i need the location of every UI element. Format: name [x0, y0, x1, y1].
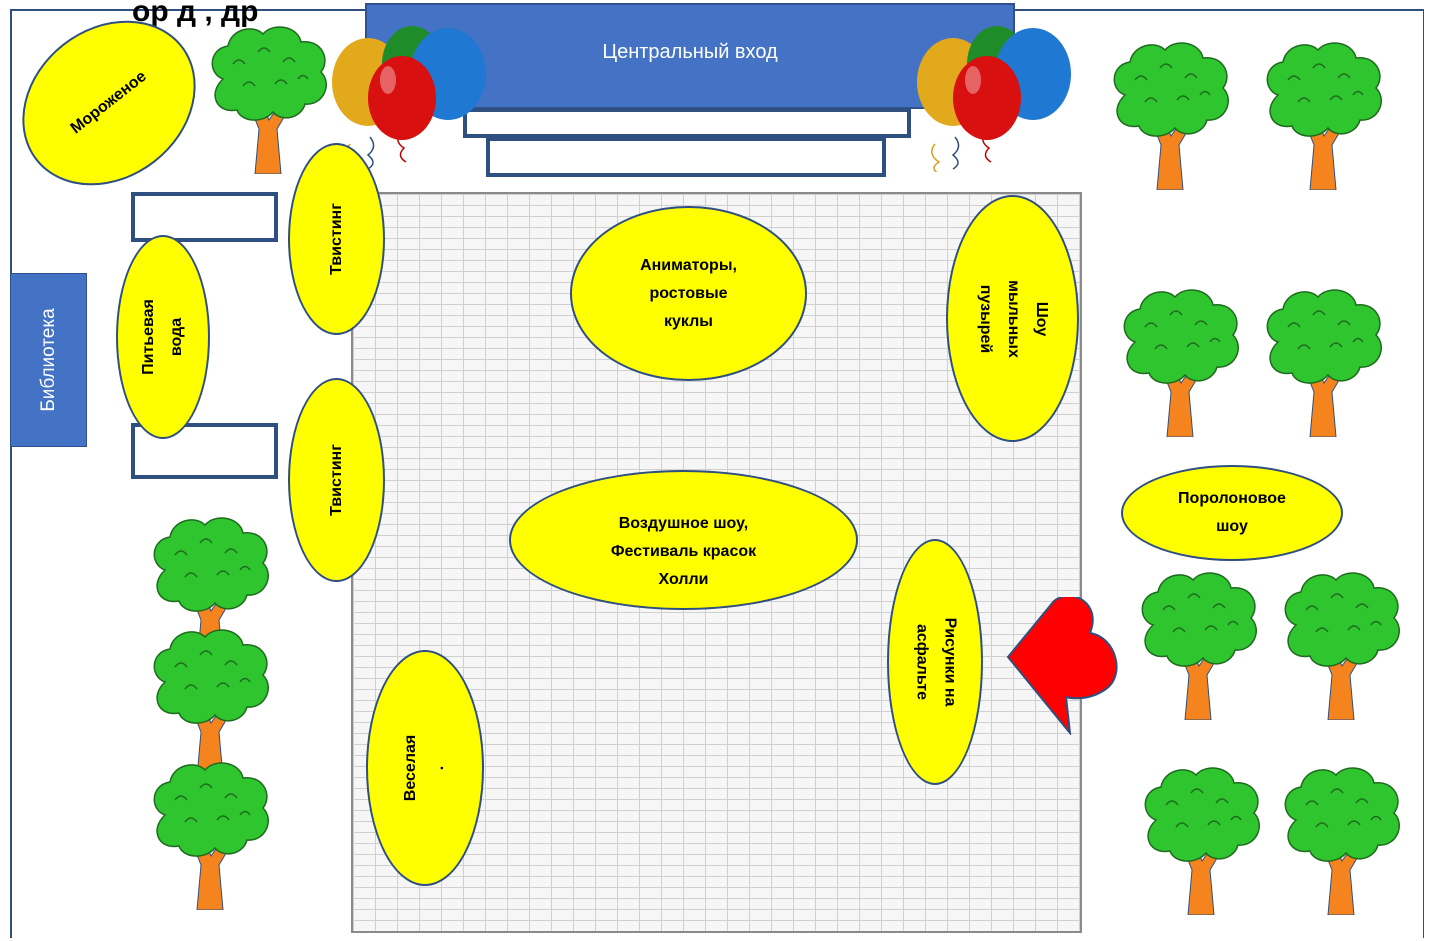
tree-icon — [1284, 572, 1400, 720]
tree-icon — [1141, 572, 1257, 720]
library-building: Библиотека — [10, 273, 87, 447]
heart-icon — [1006, 597, 1118, 735]
tree-icon — [1113, 42, 1229, 190]
tree-icon — [1284, 767, 1400, 915]
tree-icon — [211, 26, 327, 174]
zone-bubble-show: Шоу мыльных пузырей — [946, 195, 1079, 442]
tree-icon — [1123, 289, 1239, 437]
tree-icon — [1144, 767, 1260, 915]
zone-animators: Аниматоры, ростовые куклы — [570, 206, 807, 381]
entrance-step-2 — [486, 137, 886, 177]
entrance-label: Центральный вход — [602, 41, 778, 63]
zone-twisting-bottom: Твистинг — [288, 378, 385, 582]
zone-air-show: Воздушное шоу, Фестиваль красок Холли — [509, 470, 858, 610]
zone-asphalt-drawings: Рисунки на асфальте — [887, 539, 983, 785]
zone-twisting-top: Твистинг — [288, 143, 385, 335]
zone-drinking-water: Питьевая вода — [116, 235, 210, 439]
tree-icon — [1266, 42, 1382, 190]
entrance-step-1 — [463, 108, 911, 138]
zone-fun: Веселая . — [366, 650, 484, 886]
tree-icon — [153, 762, 269, 910]
zone-foam-show: Поролоновое шоу — [1121, 465, 1343, 561]
tree-icon — [153, 629, 269, 777]
tree-icon — [1266, 289, 1382, 437]
balloons-icon — [331, 25, 487, 172]
water-stand-top — [131, 192, 278, 242]
library-label: Библиотека — [37, 308, 59, 412]
page-title: ор д , др — [132, 0, 259, 28]
balloons-icon — [916, 25, 1072, 172]
